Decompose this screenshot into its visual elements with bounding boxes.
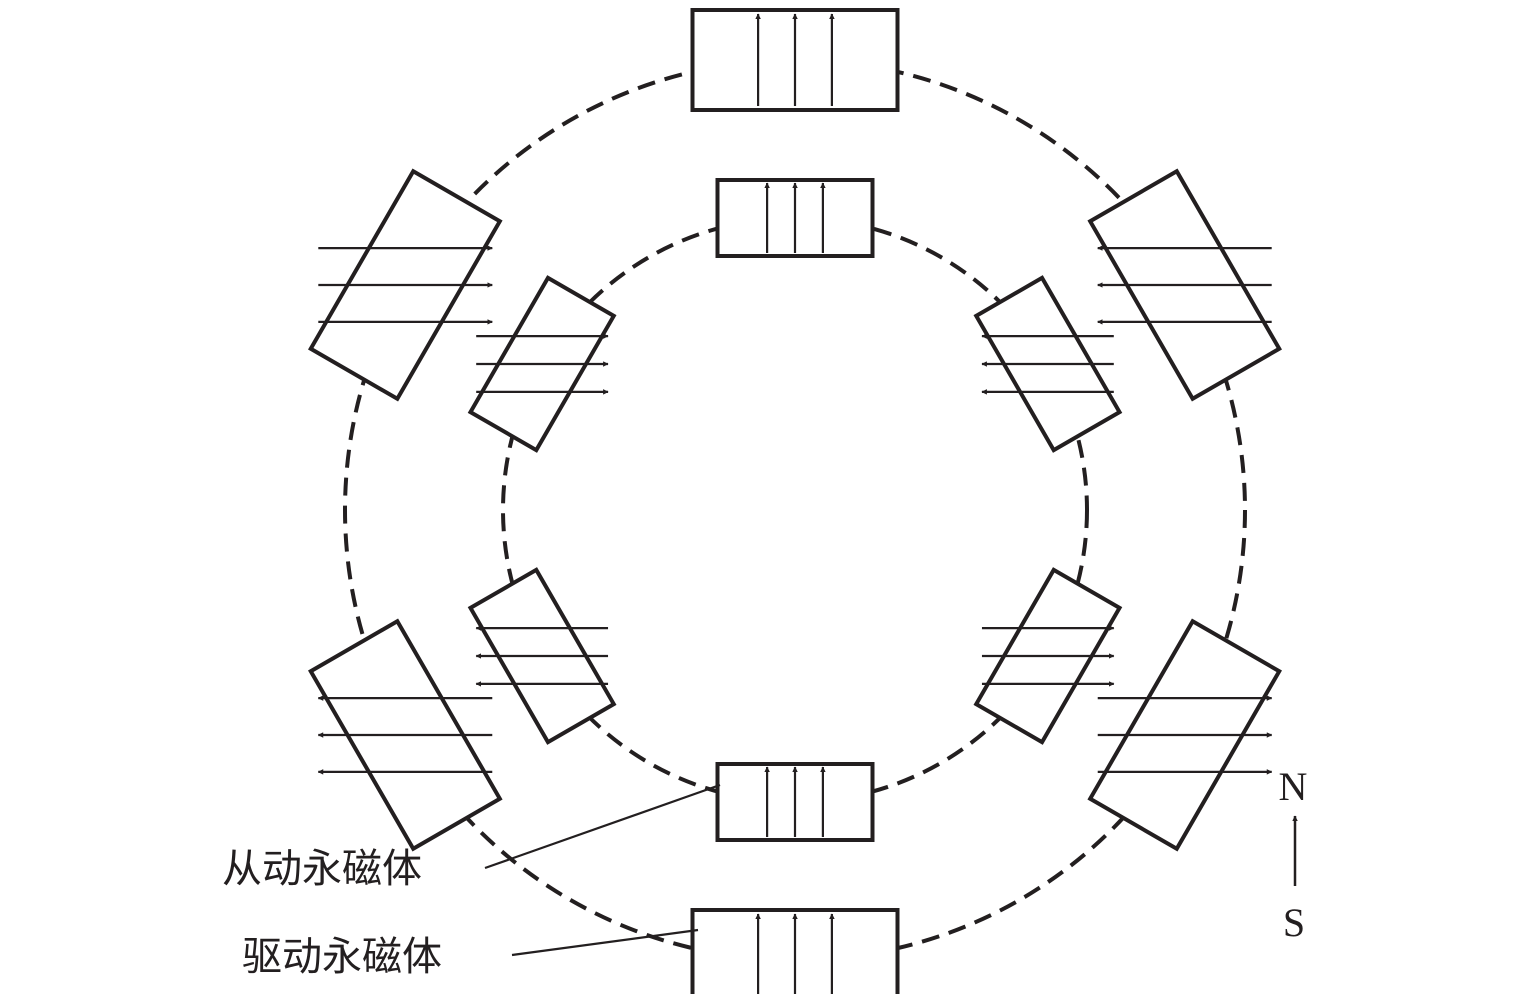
compass-south-label: S — [1283, 900, 1305, 945]
magnetization-arrow-icon — [981, 653, 1115, 659]
compass-north-label: N — [1279, 764, 1308, 809]
magnetization-arrow-icon — [981, 389, 1114, 395]
inner-magnet-3 — [973, 567, 1123, 745]
magnetization-arrow-icon — [1097, 732, 1273, 738]
magnetization-arrow-icon — [1097, 319, 1272, 325]
magnet-group — [308, 8, 1282, 994]
outer-magnet-3 — [1087, 618, 1282, 852]
inner-magnet-2 — [973, 275, 1123, 453]
magnetization-arrow-icon — [476, 389, 609, 395]
compass: N S — [1279, 764, 1308, 945]
outer-magnet-5 — [308, 618, 503, 852]
inner-magnet-1 — [715, 178, 875, 258]
magnetization-arrow-icon — [1097, 282, 1272, 288]
magnetization-arrow-icon — [317, 695, 493, 701]
magnetization-arrow-icon — [317, 732, 493, 738]
magnetization-arrow-icon — [1097, 769, 1273, 775]
magnetization-arrow-icon — [1097, 245, 1272, 251]
magnetization-arrow-icon — [318, 319, 493, 325]
magnetization-arrow-icon — [475, 681, 609, 687]
magnetization-arrow-icon — [476, 333, 609, 339]
outer-magnet-2 — [1087, 168, 1282, 402]
outer-magnet-1 — [690, 8, 900, 112]
magnetization-arrow-icon — [318, 245, 493, 251]
inner-magnet-6 — [467, 275, 617, 453]
inner-magnet-5 — [467, 567, 617, 745]
magnetization-arrow-icon — [981, 333, 1114, 339]
driving-magnet-leader-line — [511, 928, 699, 957]
magnetization-arrow-icon — [475, 625, 609, 631]
magnetization-arrow-icon — [318, 282, 493, 288]
inner-magnet-4 — [715, 762, 875, 842]
magnetization-arrow-icon — [475, 653, 609, 659]
magnetization-arrow-icon — [317, 769, 493, 775]
driving-magnet-label: 驱动永磁体 — [242, 934, 442, 980]
magnetization-arrow-icon — [981, 361, 1114, 367]
magnetization-arrow-icon — [1097, 695, 1273, 701]
magnetization-arrow-icon — [476, 361, 609, 367]
outer-magnet-6 — [308, 168, 503, 402]
outer-magnet-4 — [690, 908, 900, 994]
magnetization-arrow-icon — [981, 681, 1115, 687]
driven-magnet-label: 从动永磁体 — [222, 846, 422, 892]
magnetization-arrow-icon — [981, 625, 1115, 631]
driven-magnet-leader-line — [484, 783, 721, 870]
